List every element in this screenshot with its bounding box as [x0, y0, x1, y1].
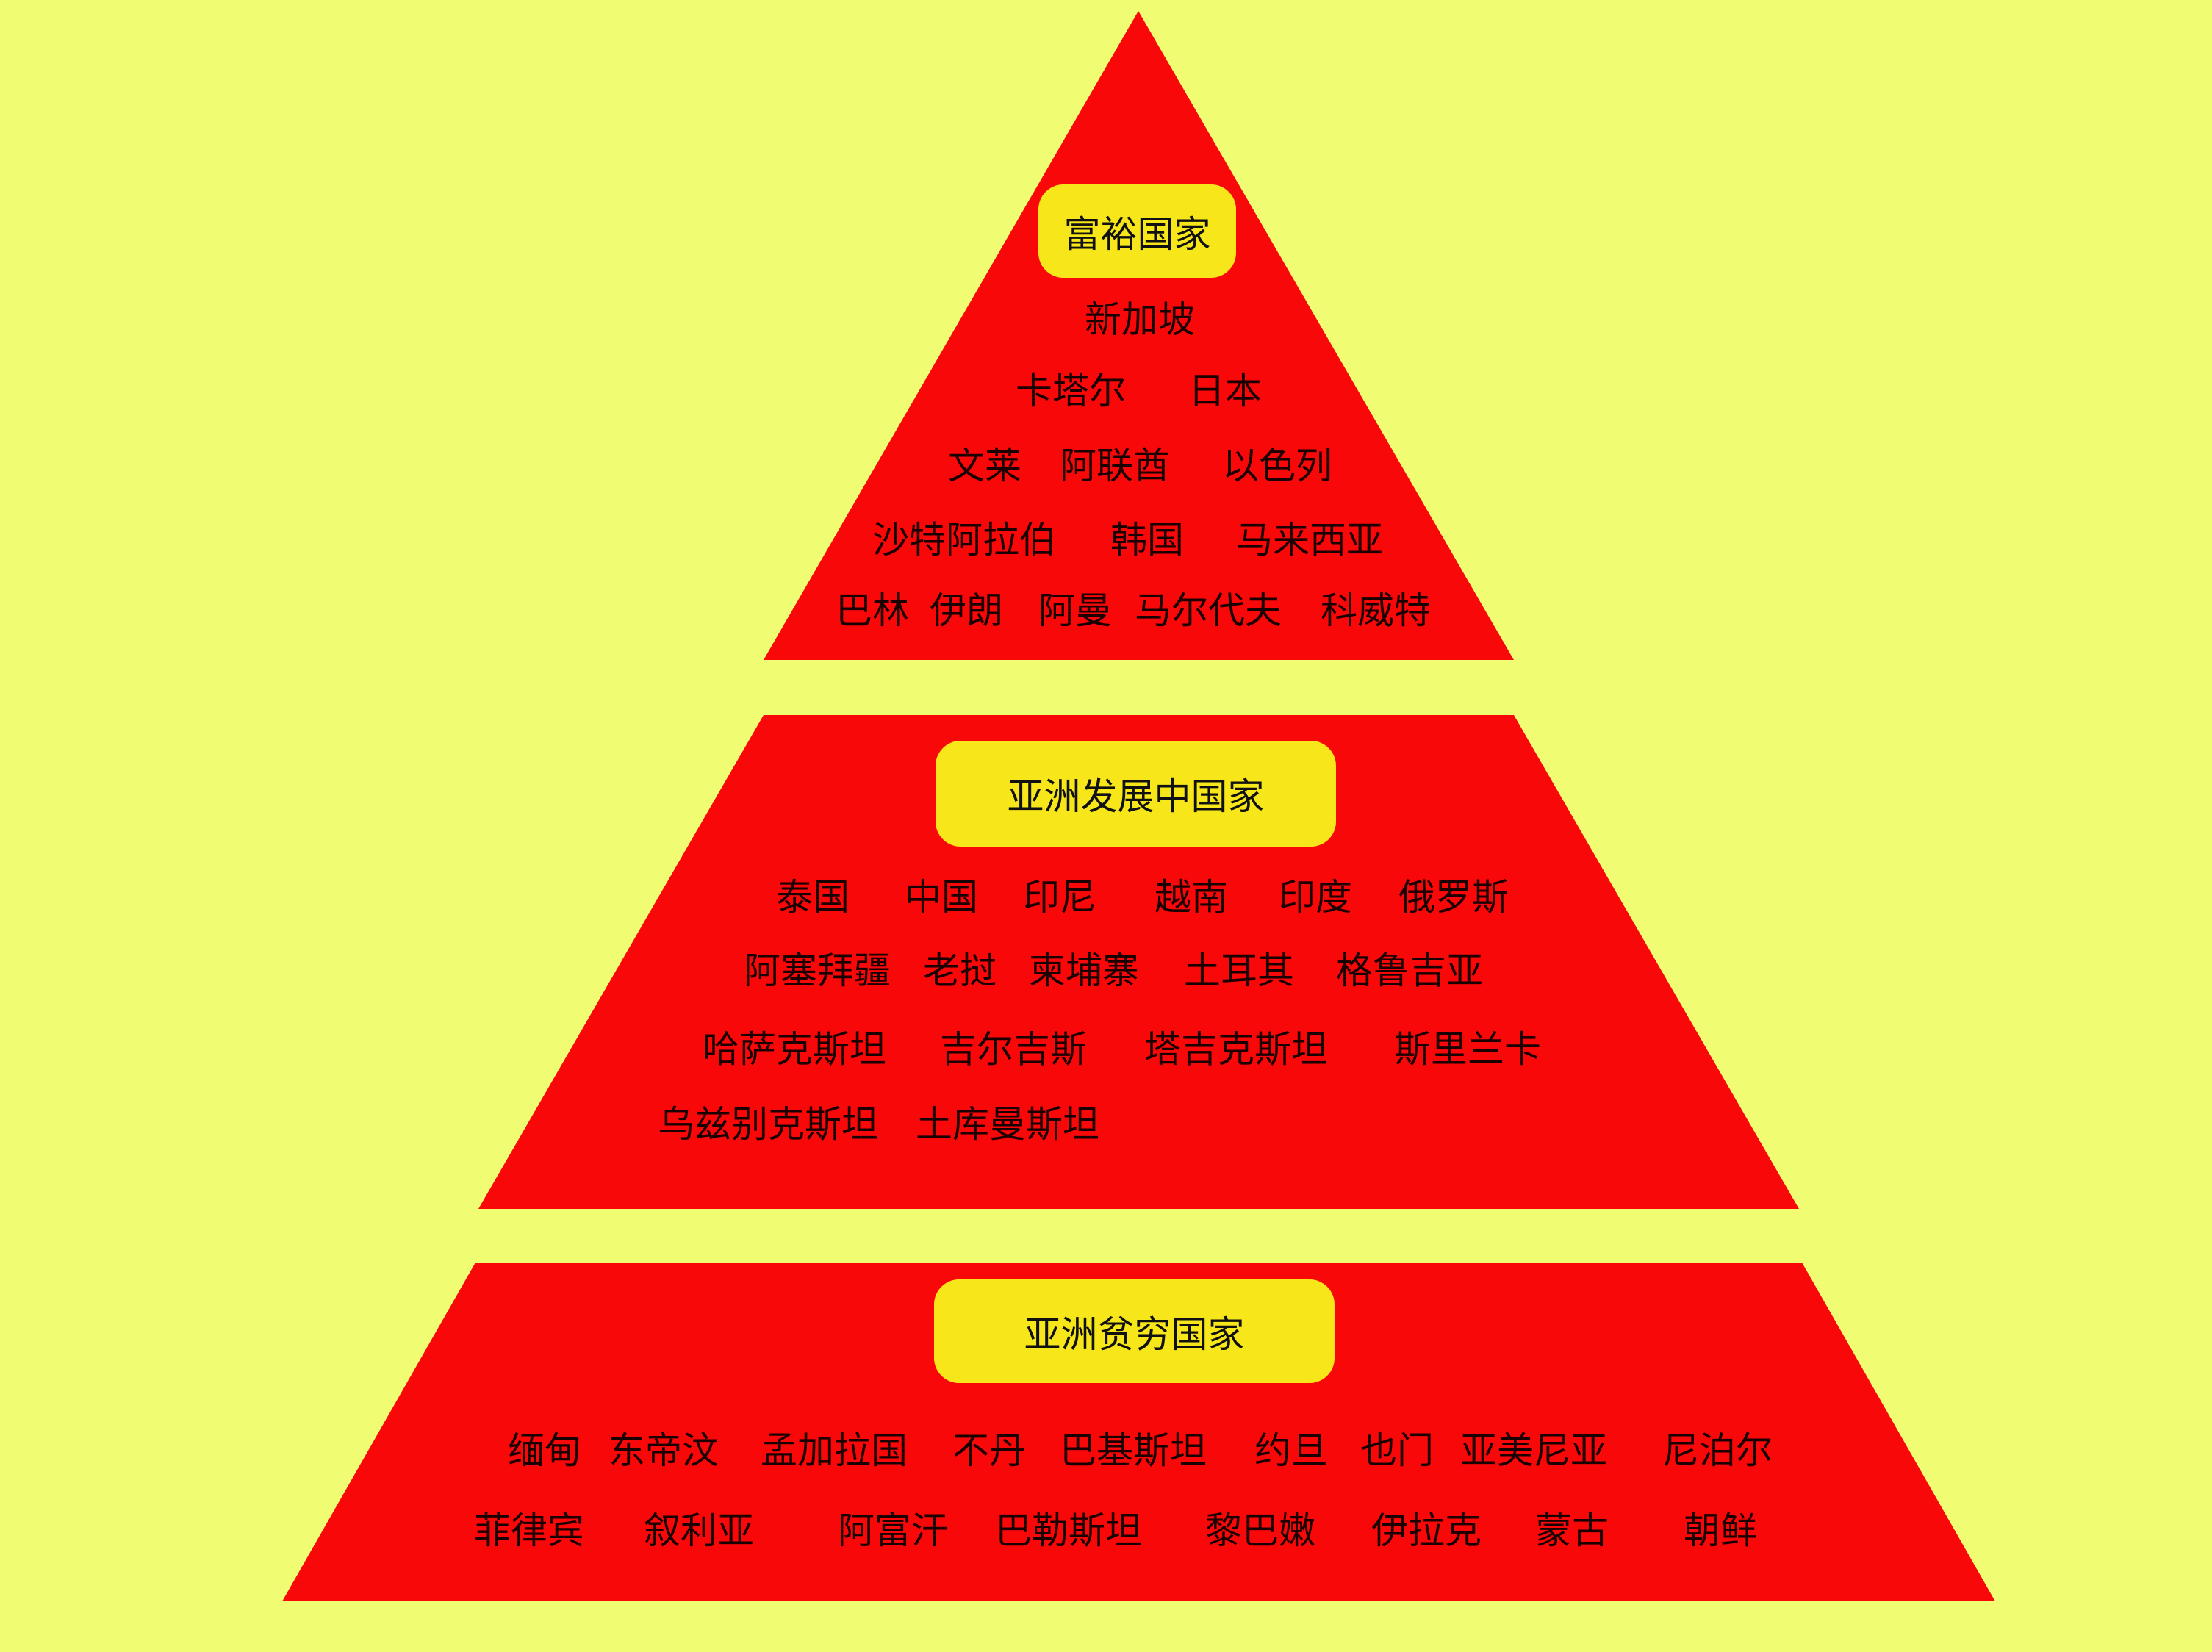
- country-developing: 中国: [905, 876, 978, 919]
- country-developing: 印度: [1279, 876, 1352, 919]
- country-developing: 乌兹别克斯坦: [658, 1103, 878, 1146]
- tier-middle-shape: [478, 715, 1799, 1209]
- country-poor: 孟加拉国: [761, 1429, 908, 1472]
- country-rich: 科威特: [1321, 589, 1431, 632]
- country-poor: 也门: [1360, 1429, 1434, 1472]
- country-developing: 土耳其: [1184, 949, 1294, 992]
- tier-label-rich: 富裕国家: [1038, 184, 1236, 278]
- tier-top-shape: [764, 11, 1514, 660]
- country-rich: 韩国: [1110, 519, 1184, 561]
- country-developing: 柬埔寨: [1029, 949, 1139, 992]
- country-poor: 约旦: [1254, 1429, 1328, 1472]
- country-developing: 俄罗斯: [1398, 876, 1509, 919]
- country-developing: 老挝: [923, 949, 997, 992]
- country-poor: 菲律宾: [474, 1509, 584, 1552]
- country-poor: 阿富汗: [838, 1509, 948, 1552]
- country-poor: 巴勒斯坦: [995, 1509, 1142, 1552]
- country-rich: 阿曼: [1038, 589, 1112, 632]
- country-developing: 土库曼斯坦: [916, 1103, 1099, 1146]
- country-poor: 朝鲜: [1684, 1509, 1757, 1552]
- country-poor: 叙利亚: [644, 1509, 754, 1552]
- tier-label-developing: 亚洲发展中国家: [936, 741, 1336, 847]
- country-rich: 新加坡: [1085, 298, 1195, 341]
- country-poor: 亚美尼亚: [1460, 1429, 1607, 1472]
- country-developing: 印尼: [1023, 876, 1096, 919]
- country-poor: 缅甸: [508, 1429, 581, 1472]
- country-developing: 泰国: [776, 876, 850, 919]
- country-rich: 以色列: [1222, 445, 1332, 487]
- country-rich: 卡塔尔: [1016, 370, 1126, 412]
- country-poor: 黎巴嫩: [1205, 1509, 1315, 1552]
- country-developing: 吉尔吉斯: [940, 1028, 1087, 1071]
- country-rich: 伊朗: [930, 589, 1003, 632]
- country-poor: 伊拉克: [1371, 1509, 1482, 1552]
- tier-bottom-shape: [282, 1263, 1995, 1601]
- country-poor: 不丹: [952, 1429, 1026, 1472]
- country-rich: 文莱: [948, 445, 1021, 487]
- tier-label-poor: 亚洲贫穷国家: [934, 1279, 1335, 1383]
- country-rich: 阿联酋: [1060, 445, 1170, 487]
- country-developing: 塔吉克斯坦: [1144, 1028, 1328, 1071]
- country-poor: 东帝汶: [608, 1429, 719, 1472]
- country-developing: 格鲁吉亚: [1336, 949, 1483, 992]
- country-poor: 蒙古: [1535, 1509, 1609, 1552]
- country-rich: 马来西亚: [1236, 519, 1383, 561]
- country-developing: 斯里兰卡: [1394, 1028, 1541, 1071]
- country-poor: 巴基斯坦: [1060, 1429, 1207, 1472]
- country-developing: 越南: [1155, 876, 1228, 919]
- country-poor: 尼泊尔: [1662, 1429, 1773, 1472]
- country-rich: 马尔代夫: [1135, 589, 1282, 632]
- country-developing: 阿塞拜疆: [744, 949, 891, 992]
- country-rich: 日本: [1188, 370, 1262, 412]
- country-rich: 沙特阿拉伯: [872, 519, 1056, 561]
- country-developing: 哈萨克斯坦: [703, 1028, 886, 1071]
- country-rich: 巴林: [836, 589, 909, 632]
